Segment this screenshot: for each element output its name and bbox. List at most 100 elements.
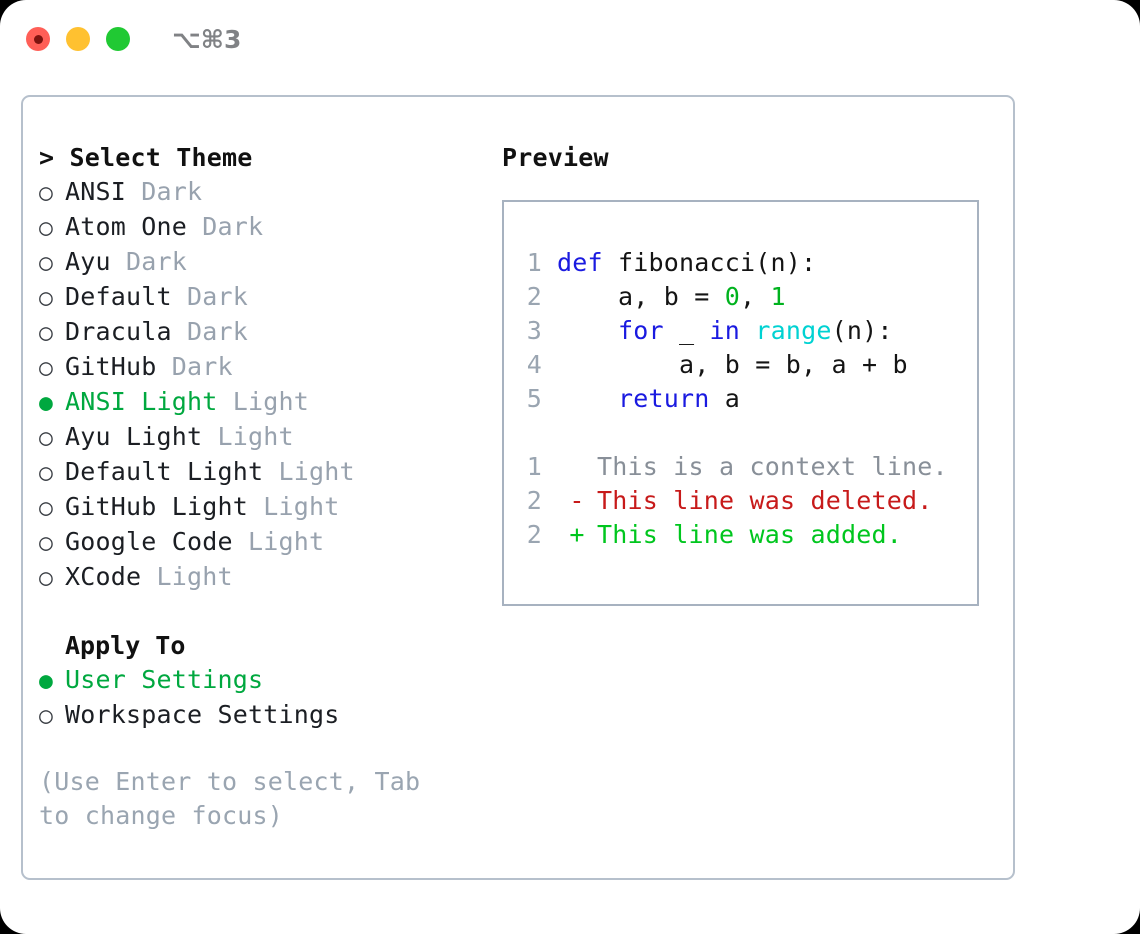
theme-option-github-light[interactable]: ○GitHub Light Light: [39, 490, 479, 525]
diff-sample: 1 This is a context line.2-This line was…: [516, 450, 948, 552]
theme-option-atom-one[interactable]: ○Atom One Dark: [39, 210, 479, 245]
diff-line-added: 2 + This line was added.: [516, 518, 948, 552]
apply-to-heading: Apply To: [65, 631, 186, 660]
theme-option-dracula[interactable]: ○Dracula Dark: [39, 315, 479, 350]
theme-option-label: Dracula: [65, 317, 172, 346]
code-token-kw: for: [618, 316, 664, 345]
radio-unselected-icon: ○: [39, 703, 54, 729]
code-line-content: a, b = 0, 1: [557, 280, 786, 314]
theme-option-label: ANSI Light: [65, 387, 218, 416]
radio-unselected-icon: ○: [39, 285, 54, 311]
radio-unselected-icon: ○: [39, 460, 54, 486]
radio-unselected-icon: ○: [39, 250, 54, 276]
apply-to-option-workspace-settings[interactable]: ○ Workspace Settings: [39, 698, 479, 733]
keyboard-shortcut-label: ⌥⌘3: [172, 24, 242, 54]
theme-option-label: Default: [65, 282, 172, 311]
select-theme-heading: > Select Theme: [39, 143, 253, 172]
theme-option-label: Atom One: [65, 212, 188, 241]
theme-option-category: Light: [217, 387, 310, 416]
code-token-plain: a, b =: [557, 282, 725, 311]
radio-unselected-icon: ○: [39, 355, 54, 381]
close-dot[interactable]: [26, 27, 50, 51]
diff-line-number: 2: [526, 520, 542, 549]
diff-line-text: This line was deleted.: [597, 486, 933, 515]
main-panel: > Select Theme ○ANSI Dark○Atom One Dark○…: [21, 95, 1015, 880]
theme-option-category: Dark: [171, 317, 249, 346]
radio-unselected-icon: ○: [39, 530, 54, 556]
code-token-plain: _: [663, 316, 710, 345]
code-token-kw: return: [618, 384, 710, 413]
code-line-number: 2: [526, 282, 542, 311]
code-line-content: a, b = b, a + b: [557, 348, 908, 382]
theme-option-label: Ayu: [65, 247, 111, 276]
theme-option-category: Light: [141, 562, 233, 591]
window-controls: [26, 27, 130, 51]
theme-option-ansi[interactable]: ○ANSI Dark: [39, 175, 479, 210]
diff-sign: +: [569, 520, 585, 549]
code-line: 3 for _ in range(n):: [516, 314, 908, 348]
theme-option-label: Google Code: [65, 527, 233, 556]
theme-option-xcode[interactable]: ○XCode Light: [39, 560, 479, 595]
theme-option-default-light[interactable]: ○ Default Light Light: [39, 455, 479, 490]
code-line-number: 5: [526, 384, 542, 413]
radio-unselected-icon: ○: [39, 215, 54, 241]
code-line: 5 return a: [516, 382, 908, 416]
code-line-content: def fibonacci(n):: [557, 246, 816, 280]
code-line: 2 a, b = 0, 1: [516, 280, 908, 314]
diff-line-number: 2: [526, 486, 542, 515]
code-token-num: 0: [724, 282, 741, 311]
theme-option-category: Dark: [171, 282, 249, 311]
code-token-plain: fibonacci(n):: [618, 248, 817, 277]
code-line-number: 1: [526, 248, 542, 277]
title-bar: ⌥⌘3: [0, 0, 1140, 78]
code-token-plain: a: [709, 384, 741, 413]
theme-option-label: Default Light: [65, 457, 264, 486]
apply-to-option-user-settings[interactable]: ●User Settings: [39, 663, 479, 698]
code-token-num: 1: [770, 282, 786, 311]
apply-to-option-label: Workspace Settings: [65, 700, 340, 729]
theme-option-ayu-light[interactable]: ○ Ayu Light Light: [39, 420, 479, 455]
theme-option-category: Dark: [126, 177, 203, 206]
radio-unselected-icon: ○: [39, 565, 54, 591]
theme-option-default[interactable]: ○ Default Dark: [39, 280, 479, 315]
code-token-plain: [557, 384, 618, 413]
code-token-fn: range: [755, 316, 832, 345]
theme-option-ansi-light[interactable]: ● ANSI Light Light: [39, 385, 479, 420]
code-token-kw: in: [709, 316, 741, 345]
diff-sign: -: [569, 486, 585, 515]
theme-option-category: Light: [263, 457, 355, 486]
theme-option-category: Light: [202, 422, 294, 451]
diff-line-context: 1 This is a context line.: [516, 450, 948, 484]
code-line: 1 def fibonacci(n):: [516, 246, 908, 280]
theme-picker-column: > Select Theme ○ANSI Dark○Atom One Dark○…: [39, 141, 479, 833]
diff-line-text: This line was added.: [597, 520, 903, 549]
spacer: [39, 733, 479, 765]
theme-option-category: Light: [232, 527, 325, 556]
code-token-plain: [557, 316, 618, 345]
code-line: 4 a, b = b, a + b: [516, 348, 908, 382]
spacer: [39, 595, 479, 629]
minimize-dot[interactable]: [66, 27, 90, 51]
code-token-plain: a, b = b, a + b: [557, 350, 908, 379]
maximize-dot[interactable]: [106, 27, 130, 51]
theme-option-label: Ayu Light: [65, 422, 203, 451]
diff-sign: [557, 450, 597, 484]
code-line-number: 3: [526, 316, 542, 345]
keyboard-hint-text: (Use Enter to select, Tab to change focu…: [39, 767, 421, 830]
code-line-content: for _ in range(n):: [557, 314, 893, 348]
theme-option-github[interactable]: ○GitHub Dark: [39, 350, 479, 385]
theme-option-ayu[interactable]: ○Ayu Dark: [39, 245, 479, 280]
radio-selected-icon: ●: [39, 390, 54, 416]
theme-option-google-code[interactable]: ○ Google Code Light: [39, 525, 479, 560]
diff-line-deleted: 2-This line was deleted.: [516, 484, 948, 518]
radio-unselected-icon: ○: [39, 425, 54, 451]
code-token-plain: [740, 316, 755, 345]
theme-list: ○ANSI Dark○Atom One Dark○Ayu Dark○Defaul…: [39, 175, 479, 595]
radio-unselected-icon: ○: [39, 495, 54, 521]
code-token-plain: ,: [740, 282, 771, 311]
diff-line-number: 1: [526, 452, 542, 481]
theme-option-category: Dark: [156, 352, 233, 381]
radio-unselected-icon: ○: [39, 180, 54, 206]
